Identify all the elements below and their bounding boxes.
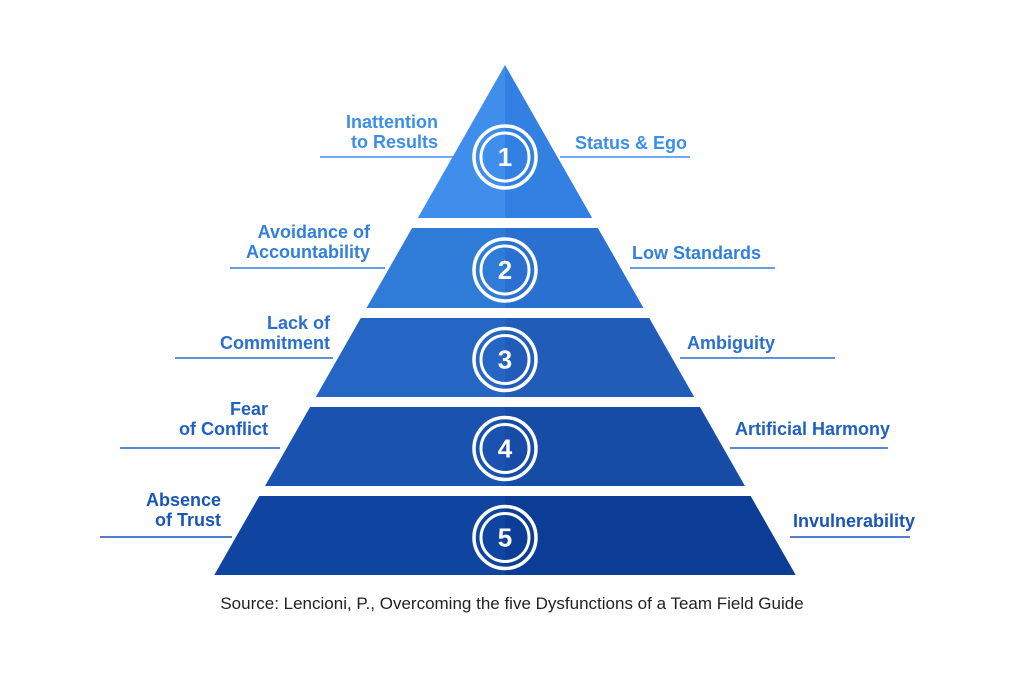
number-inner-ring	[479, 423, 531, 474]
number-inner-ring	[479, 512, 531, 563]
dysfunction-label: of Conflict	[179, 419, 268, 439]
dysfunction-label: Inattention	[346, 112, 438, 132]
symptom-label: Ambiguity	[687, 333, 775, 353]
symptom-label: Status & Ego	[575, 133, 687, 153]
level-right-half	[505, 228, 644, 308]
level-number: 3	[498, 345, 512, 375]
dysfunction-label: Commitment	[220, 333, 330, 353]
number-inner-ring	[479, 131, 531, 183]
number-outer-ring	[472, 237, 538, 303]
dysfunction-label: Accountability	[246, 242, 370, 262]
level-number: 4	[498, 434, 513, 464]
number-outer-ring	[472, 415, 538, 482]
level-number: 5	[498, 523, 512, 553]
level-right-half	[505, 318, 695, 397]
dysfunction-label: of Trust	[155, 510, 221, 530]
level-left-half	[265, 407, 505, 486]
number-outer-ring	[472, 124, 538, 190]
dysfunction-label: to Results	[351, 132, 438, 152]
level-left-half	[214, 496, 506, 575]
level-right-half	[505, 407, 745, 486]
source-caption: Source: Lencioni, P., Overcoming the fiv…	[220, 594, 803, 613]
number-outer-ring	[472, 326, 538, 393]
number-inner-ring	[479, 334, 531, 385]
dysfunction-label: Absence	[146, 490, 221, 510]
dysfunction-label: Fear	[230, 399, 268, 419]
level-right-half	[505, 496, 796, 575]
symptom-label: Low Standards	[632, 243, 761, 263]
symptom-label: Invulnerability	[793, 511, 915, 531]
level-left-half	[366, 228, 505, 308]
number-inner-ring	[479, 244, 531, 296]
dysfunction-label: Lack of	[267, 313, 331, 333]
symptom-label: Artificial Harmony	[735, 419, 890, 439]
dysfunction-label: Avoidance of	[258, 222, 371, 242]
level-number: 2	[498, 255, 512, 285]
level-left-half	[315, 318, 505, 397]
number-outer-ring	[472, 504, 538, 571]
level-number: 1	[498, 142, 512, 172]
